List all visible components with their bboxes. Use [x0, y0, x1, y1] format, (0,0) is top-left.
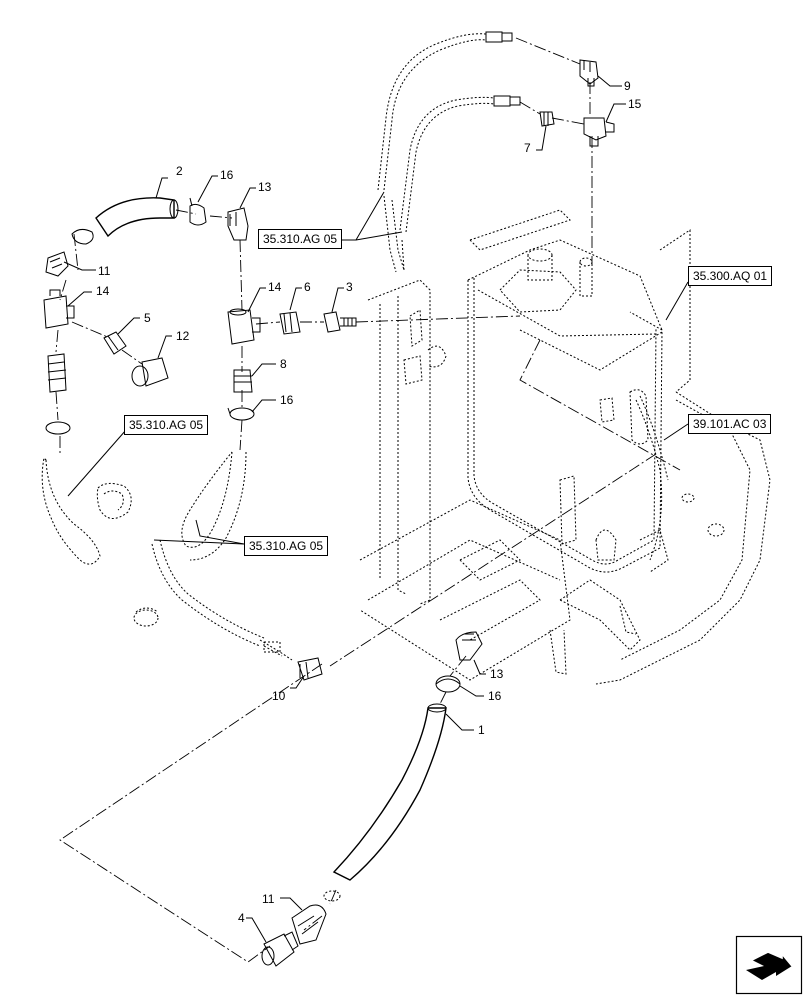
callout-14[interactable]: 14: [268, 280, 282, 294]
hose-assembly-upper: [377, 31, 521, 273]
fitting-7: [539, 111, 555, 127]
callout-3[interactable]: 3: [346, 280, 353, 294]
callout-16[interactable]: 16: [280, 393, 294, 407]
callout-12[interactable]: 12: [176, 329, 190, 343]
connection-lines: [55, 37, 681, 963]
clamp-16-middle: [227, 407, 255, 421]
sensor-3: [323, 311, 357, 333]
fitting-13-lower: [455, 631, 483, 661]
ref-frame[interactable]: 39.101.AC 03: [688, 414, 772, 434]
clamp-top-left: [71, 228, 94, 245]
ref-hose-middle[interactable]: 35.310.AG 05: [244, 536, 329, 556]
ref-tank[interactable]: 35.300.AQ 01: [688, 266, 773, 286]
clamp-16-lower: [435, 675, 461, 693]
callout-6[interactable]: 6: [304, 280, 311, 294]
fitting-11-upper: [45, 251, 69, 277]
fitting-left-mid: [47, 353, 67, 393]
callout-16[interactable]: 16: [220, 168, 234, 182]
hose-middle-phantom: [151, 451, 293, 661]
next-page-arrow-icon[interactable]: [735, 935, 803, 995]
leader-lines: [63, 75, 689, 943]
ref-hose-left[interactable]: 35.310.AG 05: [124, 415, 209, 435]
callout-1[interactable]: 1: [478, 723, 485, 737]
fitting-15: [583, 117, 615, 147]
hose-1: [332, 703, 447, 881]
callout-5[interactable]: 5: [144, 311, 151, 325]
callout-7[interactable]: 7: [524, 141, 531, 155]
clamp-lower-left: [133, 607, 159, 627]
callout-2[interactable]: 2: [176, 164, 183, 178]
callout-14[interactable]: 14: [96, 284, 110, 298]
fitting-11-lower: [291, 904, 327, 945]
nut-5: [103, 331, 127, 355]
adapter-6: [279, 311, 301, 335]
callout-4[interactable]: 4: [238, 911, 245, 925]
callout-9[interactable]: 9: [624, 79, 631, 93]
callout-13[interactable]: 13: [258, 180, 272, 194]
fitting-10: [297, 657, 323, 681]
ref-hose-upper[interactable]: 35.310.AG 05: [258, 229, 343, 249]
tee-14-middle: [227, 308, 261, 345]
cap-12: [131, 357, 169, 387]
callout-16[interactable]: 16: [488, 689, 502, 703]
callout-11[interactable]: 11: [262, 892, 275, 906]
hose-2: [95, 197, 179, 238]
callout-15[interactable]: 15: [628, 97, 642, 111]
tee-14-left: [43, 289, 75, 329]
nipple-8: [233, 369, 253, 393]
hose-left-phantom: [41, 456, 132, 565]
callout-8[interactable]: 8: [280, 357, 287, 371]
fitting-13-upper: [227, 207, 249, 241]
clamp-16-upper: [189, 197, 207, 226]
fitting-4: [261, 931, 299, 967]
callout-13[interactable]: 13: [490, 667, 504, 681]
callout-10[interactable]: 10: [272, 689, 286, 703]
callout-11[interactable]: 11: [98, 264, 111, 278]
fitting-9: [579, 59, 599, 87]
clamp-lower-hose: [323, 890, 341, 902]
clamp-left-mid: [45, 421, 71, 435]
